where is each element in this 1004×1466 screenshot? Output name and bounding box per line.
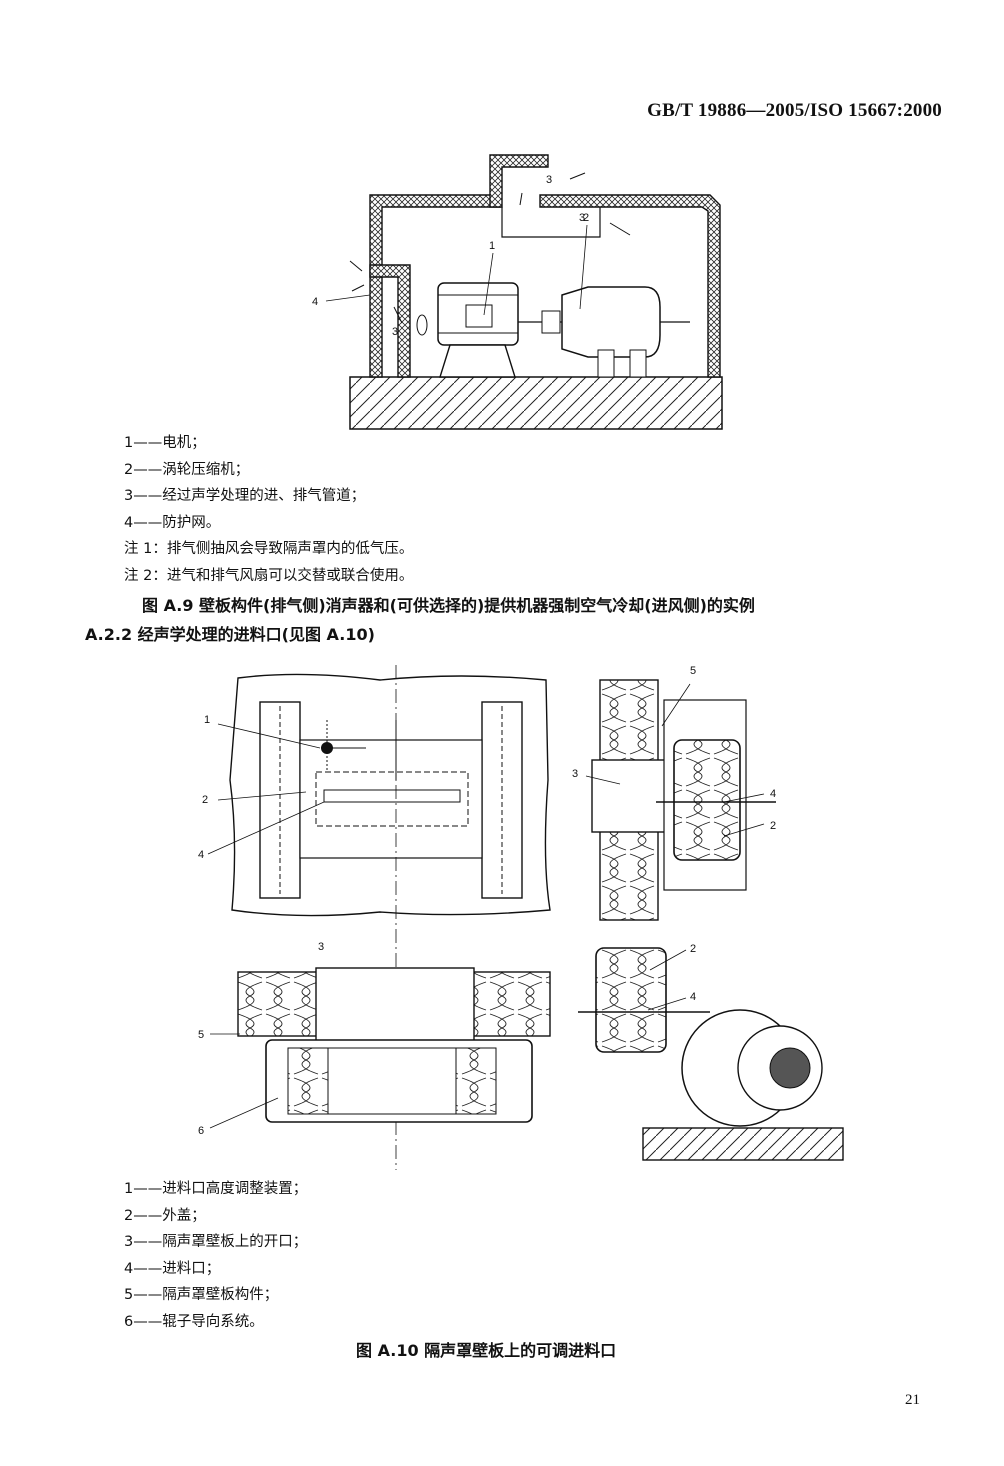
legend-item: 4——防护网。 — [124, 514, 221, 531]
callout-a9-3-right: 3 — [579, 212, 585, 224]
legend-item: 3——经过声学处理的进、排气管道； — [124, 488, 366, 504]
page-number: 21 — [905, 1392, 920, 1408]
outer-cover-detail — [595, 947, 667, 1053]
callout-a10-3-bl: 3 — [318, 941, 324, 953]
motor-base — [439, 344, 516, 378]
callout-a10-2-tr: 2 — [770, 820, 776, 832]
wall-opening — [315, 967, 475, 1043]
legend-item: 2——外盖； — [124, 1207, 206, 1224]
callout-a10-6: 6 — [198, 1125, 204, 1137]
outer-cover — [315, 771, 469, 827]
callout-a10-5-tr: 5 — [690, 665, 696, 677]
legend-item: 1——电机； — [124, 435, 206, 451]
callout-a10-2: 2 — [202, 794, 208, 806]
wall-panel-right — [471, 971, 551, 1037]
document-id-header: GB/T 19886—2005/ISO 15667:2000 — [647, 100, 942, 121]
outer-cover-section — [673, 739, 741, 861]
callout-a9-3-top: 3 — [546, 174, 552, 186]
exhaust-duct — [489, 154, 549, 208]
legend-item: 6——辊子导向系统。 — [124, 1313, 264, 1330]
callout-a10-4: 4 — [198, 849, 204, 861]
figure-a9-caption: 图 A.9 壁板构件(排气侧)消声器和(可供选择的)提供机器强制空气冷却(进风侧… — [142, 596, 755, 615]
note-item: 注 1：排气侧抽风会导致隔声罩内的低气压。 — [124, 541, 414, 557]
callout-a9-3-left: 3 — [392, 326, 398, 338]
note-item: 注 2：进气和排气风扇可以交替或联合使用。 — [124, 567, 414, 584]
inlet-duct — [369, 264, 411, 378]
legend-item: 4——进料口； — [124, 1260, 221, 1277]
callout-a10-3-tr: 3 — [572, 768, 578, 780]
enclosure-right-wall — [539, 194, 721, 378]
callout-a9-2: 2 — [583, 212, 589, 224]
callout-a10-4-tr: 4 — [770, 788, 776, 800]
callout-a10-4-br: 4 — [690, 991, 696, 1003]
callout-a10-5-bl: 5 — [198, 1029, 204, 1041]
callout-a10-2-br: 2 — [690, 943, 696, 955]
legend-item: 3——隔声罩壁板上的开口； — [124, 1234, 308, 1250]
section-heading-a22: A.2.2 经声学处理的进料口(见图 A.10) — [85, 625, 375, 644]
legend-item: 5——隔声罩壁板构件； — [124, 1287, 279, 1303]
legend-item: 2——涡轮压缩机； — [124, 461, 250, 478]
figure-a10-diagram: 1 2 4 5 3 4 2 3 5 6 2 4 — [198, 665, 844, 1170]
figure-a10-caption: 图 A.10 隔声罩壁板上的可调进料口 — [356, 1341, 617, 1360]
roller-core — [769, 1047, 811, 1089]
callout-a9-1: 1 — [489, 240, 495, 252]
callout-a9-4: 4 — [312, 296, 318, 308]
floor — [349, 376, 723, 430]
figure-a9-legend: 1——电机； 2——涡轮压缩机； 3——经过声学处理的进、排气管道； 4——防护… — [124, 430, 413, 589]
figure-a10-legend: 1——进料口高度调整装置； 2——外盖； 3——隔声罩壁板上的开口； 4——进料… — [124, 1176, 307, 1335]
feed-opening-slot — [323, 789, 461, 803]
wall-panel-left — [237, 971, 319, 1037]
legend-item: 1——进料口高度调整装置； — [124, 1181, 308, 1197]
callout-a10-1: 1 — [204, 714, 210, 726]
turbo-compressor — [561, 286, 661, 358]
base-floor — [642, 1127, 844, 1161]
figure-a9-diagram: 1 2 3 3 3 4 — [312, 154, 723, 430]
